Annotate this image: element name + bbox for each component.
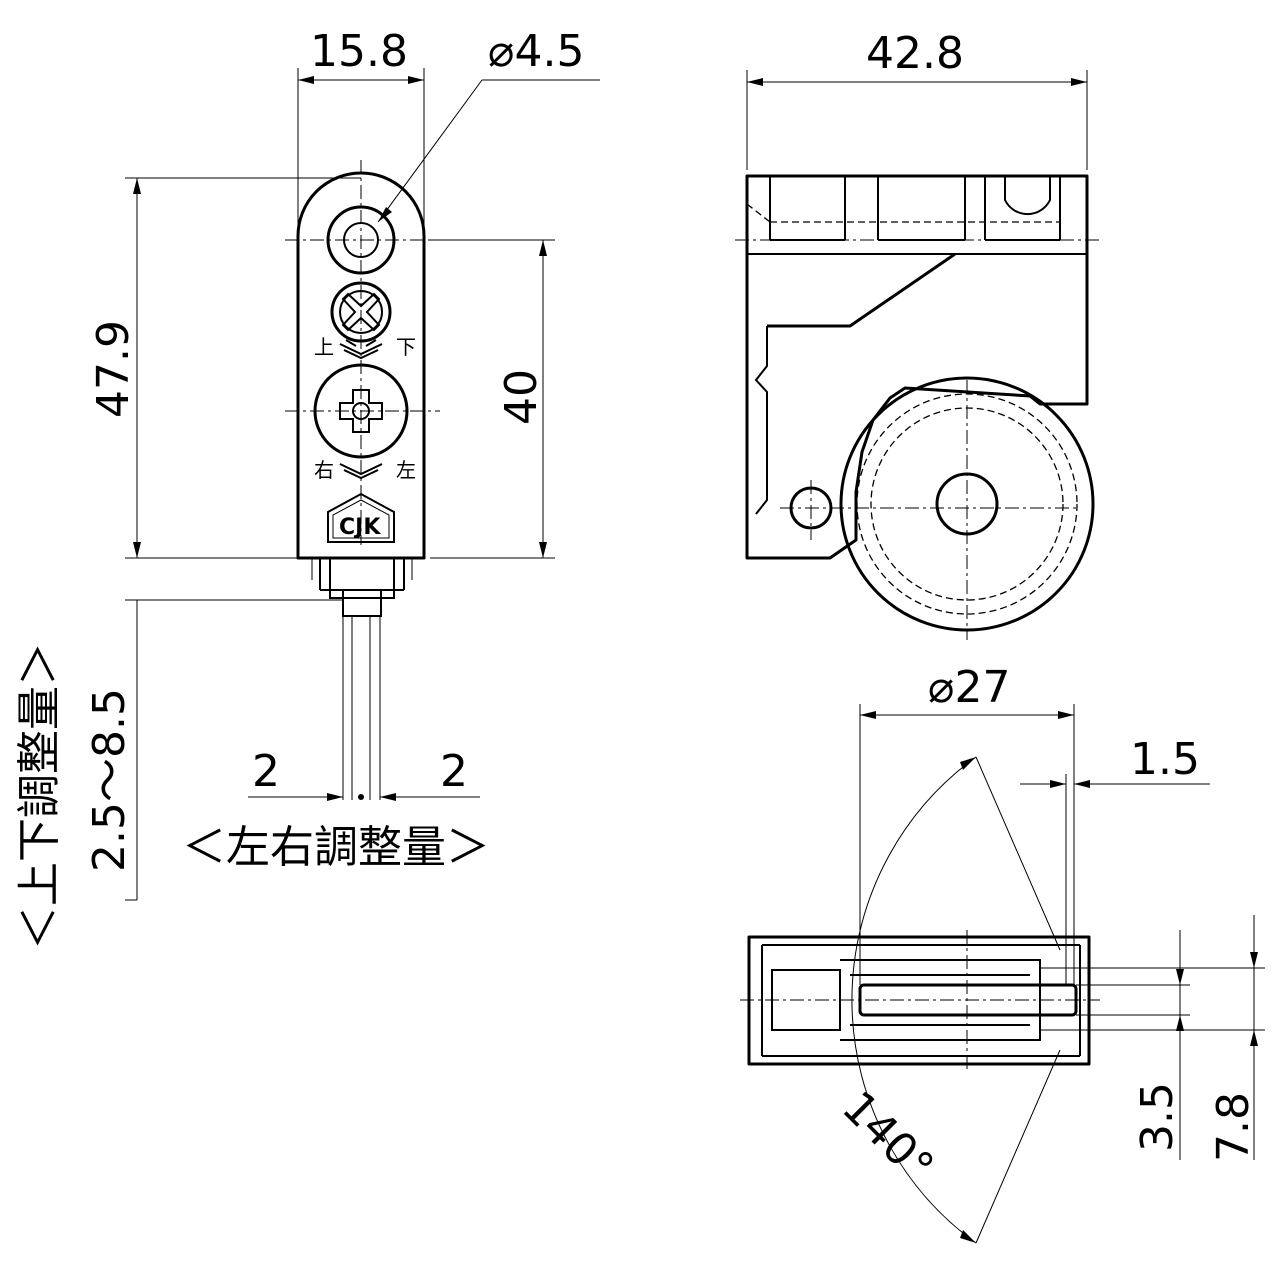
svg-text:42.8: 42.8: [866, 28, 964, 79]
side-view: [735, 174, 1100, 640]
svg-text:CJK: CJK: [339, 515, 381, 540]
dim-wheel-thick: 3.5: [1076, 930, 1190, 1160]
svg-text:15.8: 15.8: [310, 26, 408, 77]
svg-text:1.5: 1.5: [1130, 734, 1200, 785]
dim-height-total: 47.9: [88, 177, 361, 559]
dim-width-side: 42.8: [746, 28, 1088, 170]
mark-left: 左: [396, 458, 416, 482]
front-body-outline: [296, 171, 426, 560]
dim-hole-dia: ⌀4.5: [377, 26, 600, 223]
dim-body-thick: 7.8: [1040, 915, 1265, 1162]
cjk-logo: CJK: [327, 492, 395, 543]
dim-wheel-dia: ⌀27: [859, 662, 1075, 985]
angle-arc: [851, 756, 977, 1244]
bottom-view: 140°: [740, 756, 1100, 1244]
svg-text:⌀27: ⌀27: [928, 662, 1010, 713]
dim-horizontal-adjust: 2 2 ＜左右調整量＞: [182, 616, 490, 873]
front-view: 上 下 右 左 CJK: [285, 160, 440, 617]
angle-label: 140°: [832, 1082, 943, 1193]
dim-offset-small: 1.5: [1020, 734, 1210, 985]
svg-text:⌀4.5: ⌀4.5: [488, 26, 584, 77]
dim-width-front: 15.8: [297, 26, 425, 236]
svg-text:40: 40: [496, 369, 547, 425]
front-bottom-stem: [311, 557, 413, 617]
side-body-outline: [745, 174, 1089, 560]
svg-text:7.8: 7.8: [1208, 1092, 1259, 1162]
svg-text:2: 2: [440, 746, 468, 797]
dim-vertical-adjust: 2.5～8.5 ＜上下調整量＞: [14, 599, 343, 950]
svg-text:2: 2: [252, 746, 280, 797]
vertical-adjust-title: ＜上下調整量＞: [14, 642, 65, 950]
svg-text:3.5: 3.5: [1132, 1082, 1183, 1152]
horizontal-adjust-title: ＜左右調整量＞: [182, 822, 490, 873]
svg-text:47.9: 47.9: [88, 320, 139, 418]
vertical-adjust-range: 2.5～8.5: [84, 688, 135, 872]
dim-height-hole: 40: [430, 239, 555, 559]
mark-down: 下: [396, 335, 416, 359]
mark-up: 上: [314, 335, 334, 359]
mark-right: 右: [314, 458, 334, 482]
